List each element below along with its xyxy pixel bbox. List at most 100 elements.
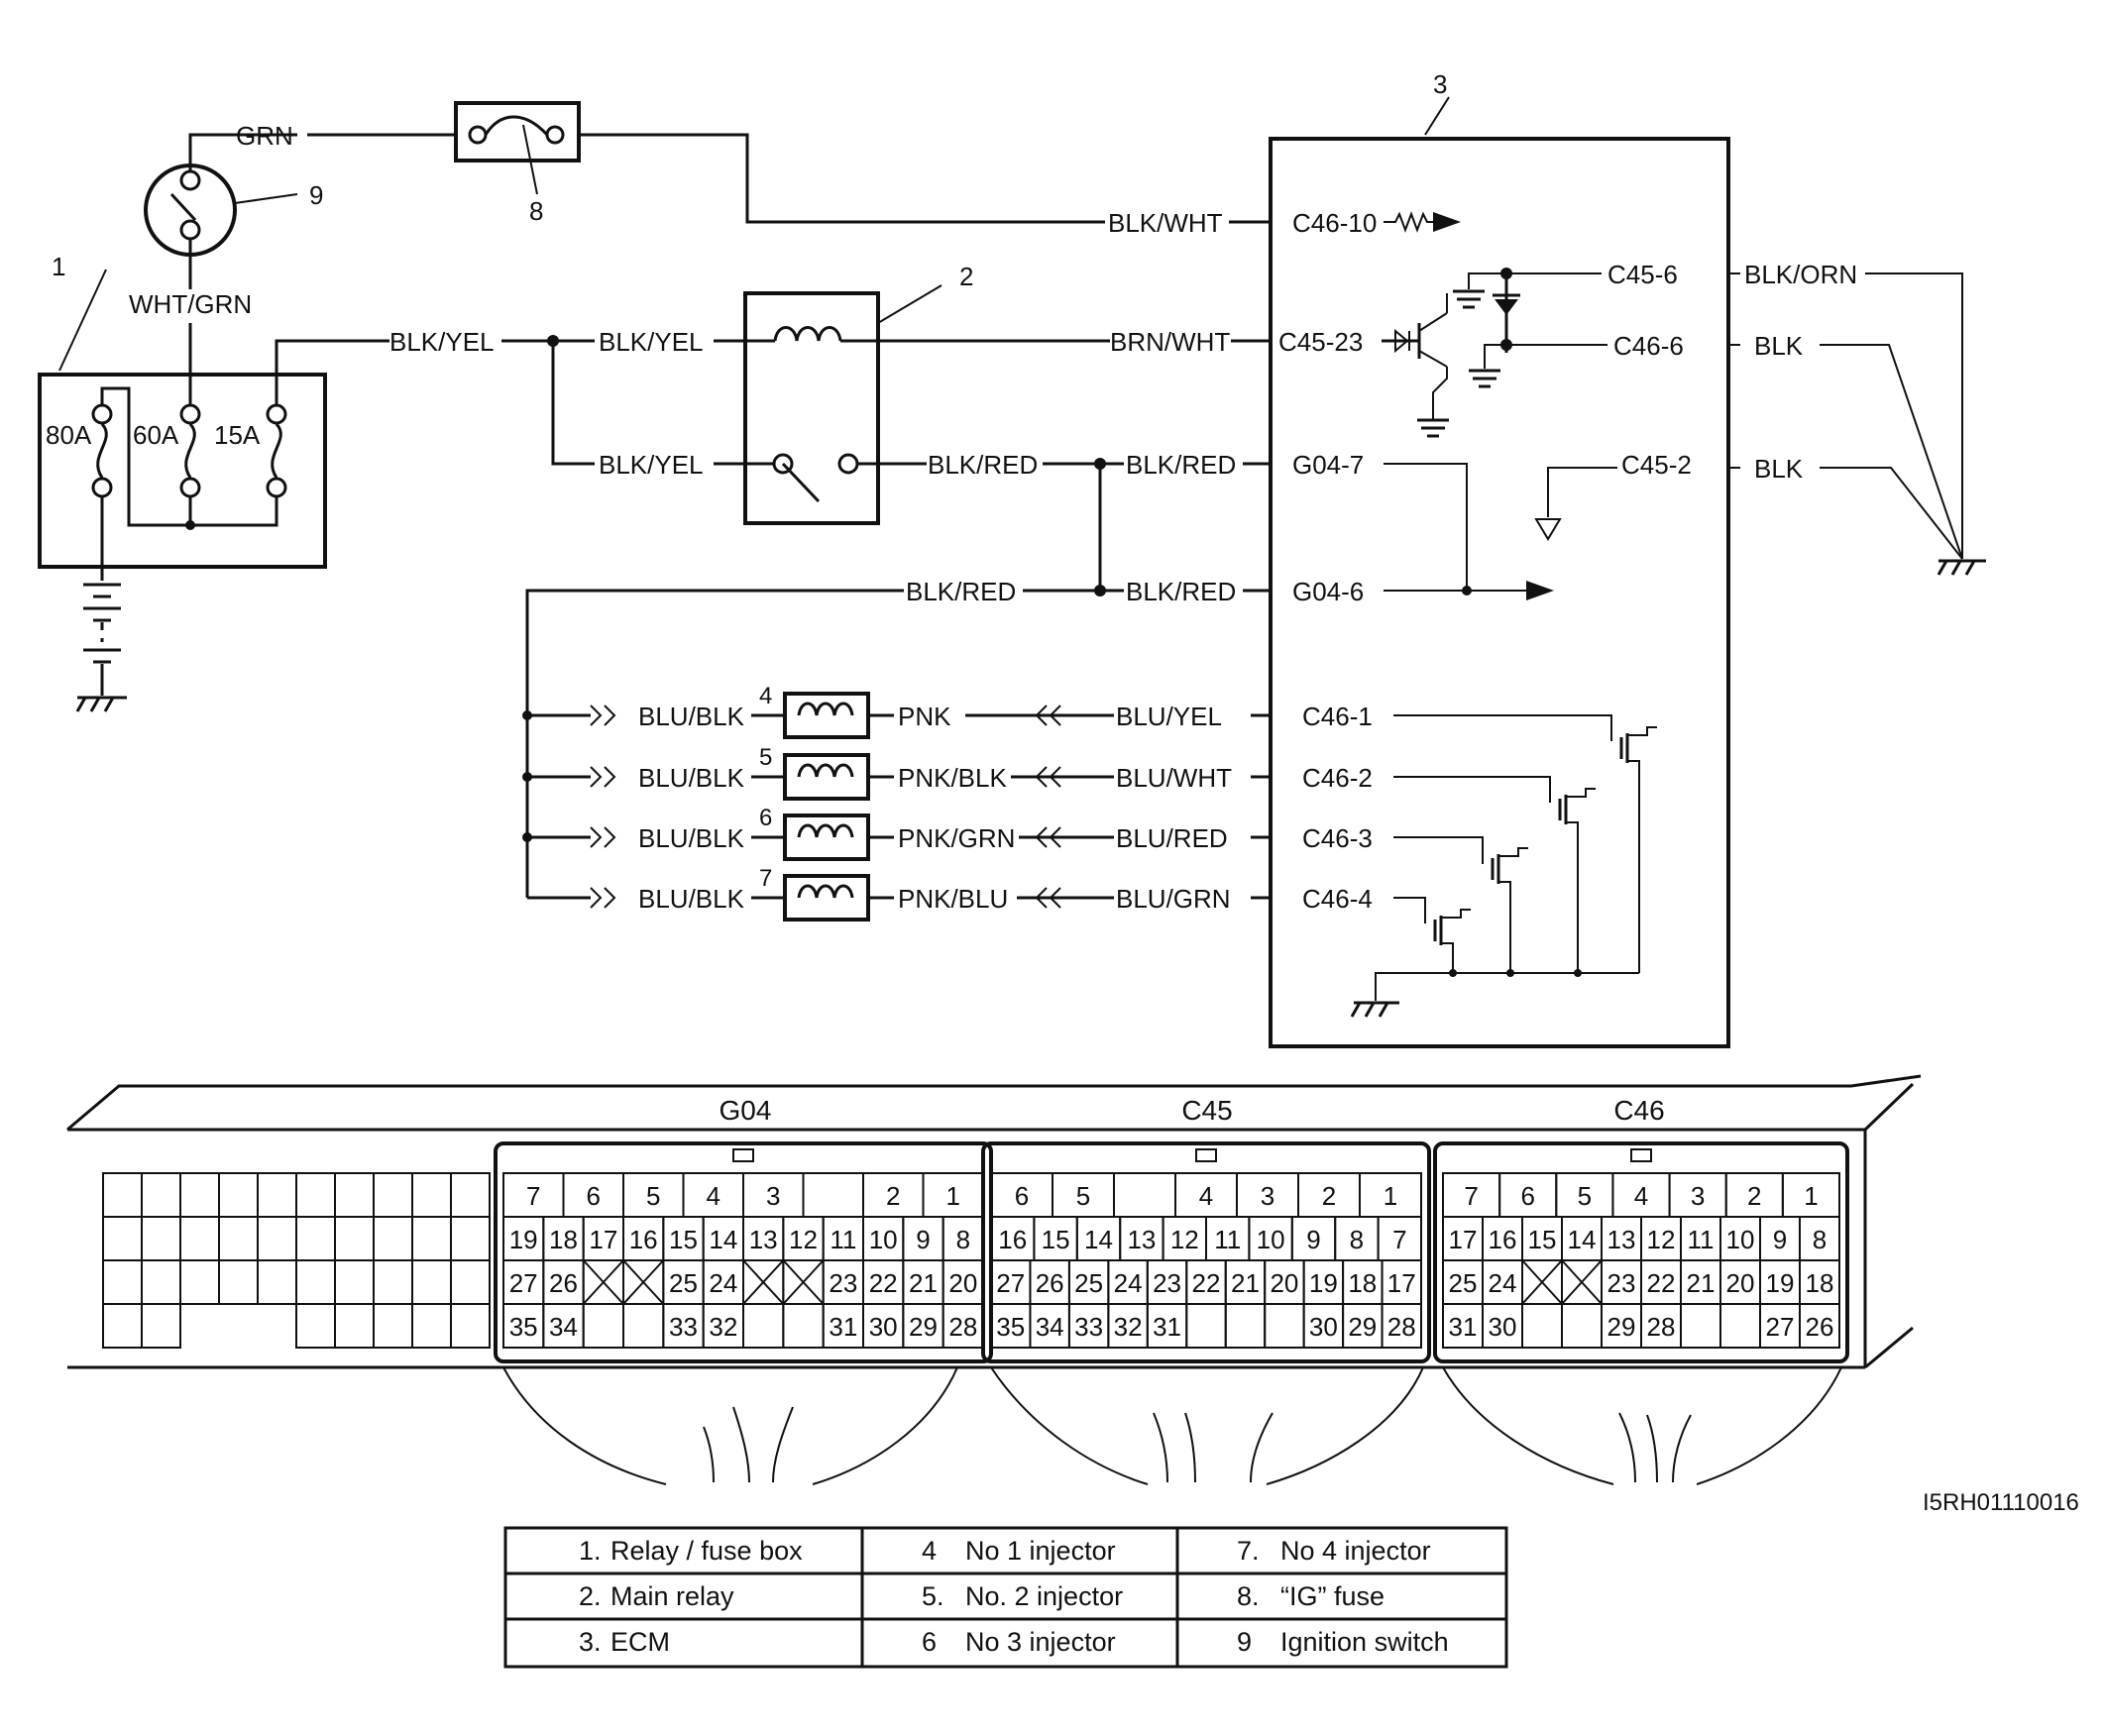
blank-cell — [411, 1259, 452, 1305]
connector-outline — [981, 1141, 1431, 1363]
injector-4: BLU/BLK 7 PNK/BLU BLU/GRN C46-4 — [527, 865, 1373, 922]
pin-number: 1 — [1804, 1181, 1818, 1211]
pin-number: 30 — [1309, 1312, 1338, 1342]
injector-number: 4 — [759, 683, 772, 709]
wire-label-blk-red: BLK/RED — [1126, 577, 1236, 606]
pin-cell — [782, 1303, 825, 1349]
pin-number: 34 — [1036, 1312, 1064, 1342]
pin-number: 30 — [869, 1312, 898, 1342]
pin-number: 25 — [1074, 1268, 1103, 1298]
harness-curves — [502, 1366, 1842, 1485]
wire-label-grn: GRN — [236, 121, 293, 151]
pin-number: 7 — [1464, 1181, 1478, 1211]
pin-number: 1 — [946, 1181, 960, 1211]
terminal-c45-2: C45-2 — [1621, 450, 1692, 480]
connector-name: C45 — [1181, 1095, 1232, 1126]
fuse-80a-label: 80A — [46, 420, 92, 450]
pin-cell — [1561, 1303, 1603, 1349]
injector-number: 5 — [759, 744, 772, 771]
blank-cell — [257, 1172, 297, 1218]
blank-cell — [373, 1172, 413, 1218]
terminal-g04-6: G04-6 — [1292, 577, 1364, 606]
blank-cell — [450, 1172, 491, 1218]
pin-number: 6 — [1520, 1181, 1534, 1211]
blank-cell — [257, 1259, 297, 1305]
pin-number: 11 — [1214, 1225, 1241, 1254]
pin-number: 9 — [1306, 1225, 1320, 1254]
pin-number: 17 — [1449, 1225, 1478, 1254]
blank-cell — [295, 1216, 336, 1261]
pin-number: 26 — [549, 1268, 578, 1298]
pin-number: 12 — [789, 1225, 818, 1254]
pin-number: 26 — [1036, 1268, 1064, 1298]
pin-number: 17 — [1387, 1268, 1416, 1298]
blank-cell — [179, 1172, 220, 1218]
blank-cell — [334, 1172, 375, 1218]
pin-number: 15 — [1528, 1225, 1557, 1254]
legend-label: Ignition switch — [1280, 1627, 1449, 1657]
pin-number: 29 — [1607, 1312, 1636, 1342]
injector-number: 6 — [759, 805, 772, 831]
pin-number: 35 — [996, 1312, 1025, 1342]
legend-label: No 3 injector — [965, 1627, 1116, 1657]
connector-latch — [1630, 1148, 1652, 1162]
fuse-60a-label: 60A — [133, 420, 179, 450]
injector-2: BLU/BLK 5 PNK/BLK BLU/WHT C46-2 — [522, 744, 1373, 801]
wire-label-blk-red: BLK/RED — [928, 450, 1038, 480]
pin-number: 24 — [1114, 1268, 1143, 1298]
pin-cell — [742, 1303, 785, 1349]
main-relay-number: 2 — [959, 262, 973, 291]
blank-cell — [179, 1259, 220, 1305]
injector-in-wire: BLU/BLK — [638, 823, 745, 853]
legend-label: Main relay — [610, 1581, 734, 1611]
blank-cell — [450, 1303, 491, 1349]
connector-name: C46 — [1613, 1095, 1664, 1126]
pin-number: 24 — [1489, 1268, 1517, 1298]
pin-number: 18 — [1348, 1268, 1377, 1298]
wire-label-brn-wht: BRN/WHT — [1110, 327, 1230, 357]
pin-number: 5 — [1578, 1181, 1592, 1211]
pin-number: 17 — [589, 1225, 617, 1254]
pin-number: 7 — [526, 1181, 540, 1211]
pin-number: 3 — [1261, 1181, 1274, 1211]
ig-fuse-number: 8 — [529, 196, 543, 226]
pin-number: 3 — [1691, 1181, 1705, 1211]
pin-number: 21 — [909, 1268, 938, 1298]
blank-cell — [102, 1259, 143, 1305]
injector-ecm-wire: BLU/WHT — [1116, 763, 1232, 793]
wire-label-blk-yel: BLK/YEL — [599, 450, 704, 480]
legend-number: 5. — [922, 1581, 944, 1611]
legend-label: ECM — [610, 1627, 670, 1657]
pin-number: 11 — [1688, 1225, 1715, 1254]
pin-number: 22 — [1647, 1268, 1676, 1298]
pin-number: 30 — [1489, 1312, 1517, 1342]
blank-cell — [102, 1216, 143, 1261]
blank-cell — [141, 1172, 181, 1218]
pin-cell — [1113, 1172, 1176, 1218]
pin-number: 14 — [709, 1225, 737, 1254]
injector-out-wire: PNK/BLU — [898, 884, 1008, 914]
pin-number: 5 — [1076, 1181, 1090, 1211]
blank-cell — [450, 1259, 491, 1305]
pin-number: 2 — [886, 1181, 900, 1211]
pin-cell — [622, 1303, 665, 1349]
pin-number: 23 — [1607, 1268, 1636, 1298]
pin-number: 9 — [1773, 1225, 1787, 1254]
blank-cell — [373, 1216, 413, 1261]
pin-number: 32 — [709, 1312, 737, 1342]
blank-cell — [141, 1259, 181, 1305]
legend-number: 6 — [922, 1627, 937, 1657]
pin-cell — [1224, 1303, 1267, 1349]
connector-latch — [732, 1148, 754, 1162]
injector-ecm-wire: BLU/GRN — [1116, 884, 1231, 914]
pin-number: 21 — [1687, 1268, 1716, 1298]
pin-number: 32 — [1114, 1312, 1143, 1342]
connector-name: G04 — [720, 1095, 772, 1126]
legend-number: 9 — [1237, 1627, 1252, 1657]
pin-number: 12 — [1170, 1225, 1199, 1254]
blank-cell — [257, 1216, 297, 1261]
legend-number: 7. — [1237, 1536, 1260, 1566]
pin-number: 23 — [829, 1268, 857, 1298]
